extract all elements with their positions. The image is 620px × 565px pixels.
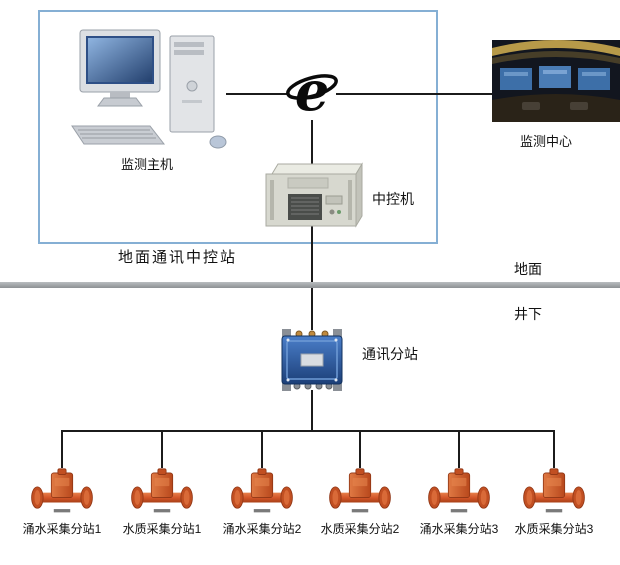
drop-line-3 xyxy=(261,430,263,468)
flow-sensor-icon xyxy=(521,468,587,514)
flow-sensor-icon xyxy=(426,468,492,514)
connector-line-substation-bus xyxy=(311,390,313,430)
drop-line-5 xyxy=(458,430,460,468)
flow-sensor-icon xyxy=(229,468,295,514)
flow-sensor-icon xyxy=(327,468,393,514)
station-label-5: 涌水采集分站3 xyxy=(419,522,499,536)
desktop-computer-icon xyxy=(71,29,227,149)
station-label-4: 水质采集分站2 xyxy=(320,522,400,536)
drop-line-6 xyxy=(553,430,555,468)
monitor-center-label: 监测中心 xyxy=(519,134,572,149)
flow-sensor-icon xyxy=(129,468,195,514)
drop-line-2 xyxy=(161,430,163,468)
junction-box-icon xyxy=(281,329,343,391)
flow-sensor-icon xyxy=(29,468,95,514)
connector-line-internet-control xyxy=(311,120,313,164)
station-label-3: 涌水采集分站2 xyxy=(222,522,302,536)
internet-globe-icon: e xyxy=(286,64,338,122)
surface-box-label: 地面通讯中控站 xyxy=(117,249,237,266)
drop-line-1 xyxy=(61,430,63,468)
station-4: 水质采集分站2 xyxy=(307,468,413,537)
connector-line-internet-center xyxy=(336,93,492,95)
station-2: 水质采集分站1 xyxy=(109,468,215,537)
host-label: 监测主机 xyxy=(120,157,173,172)
surface-side-label: 地面 xyxy=(514,261,542,277)
station-label-1: 涌水采集分站1 xyxy=(22,522,102,536)
station-3: 涌水采集分站2 xyxy=(209,468,315,537)
substation-label: 通讯分站 xyxy=(362,346,418,362)
rack-server-icon xyxy=(265,162,363,228)
ground-divider xyxy=(0,282,620,288)
control-room-photo xyxy=(492,40,620,122)
connector-line-control-substation xyxy=(311,226,313,330)
connector-line-host-internet xyxy=(226,93,288,95)
bus-line xyxy=(61,430,555,432)
station-1: 涌水采集分站1 xyxy=(9,468,115,537)
station-5: 涌水采集分站3 xyxy=(406,468,512,537)
surface-station-box xyxy=(38,10,438,244)
control-machine-label: 中控机 xyxy=(372,191,414,207)
station-label-2: 水质采集分站1 xyxy=(122,522,202,536)
station-6: 水质采集分站3 xyxy=(501,468,607,537)
station-label-6: 水质采集分站3 xyxy=(514,522,594,536)
drop-line-4 xyxy=(359,430,361,468)
underground-side-label: 井下 xyxy=(514,306,542,322)
